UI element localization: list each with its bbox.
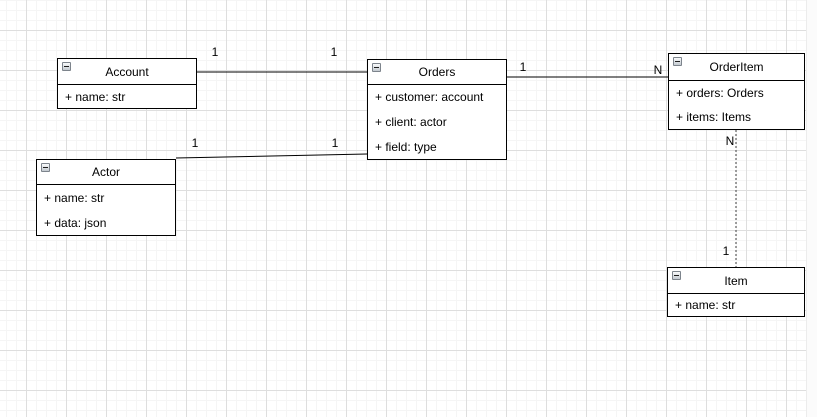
class-attribute[interactable]: + client: actor [375, 115, 447, 129]
multiplicity-label-actor-target[interactable]: 1 [331, 136, 339, 150]
multiplicity-label-orderitem-target[interactable]: 1 [722, 244, 730, 258]
class-attributes: + name: str [668, 294, 804, 316]
class-header: Orders [368, 60, 506, 85]
collapse-icon[interactable] [41, 163, 50, 172]
class-title: Account [105, 64, 149, 79]
multiplicity-label-account-target[interactable]: 1 [330, 45, 338, 59]
class-attribute[interactable]: + name: str [65, 89, 126, 104]
class-title: Item [724, 273, 748, 288]
class-header: OrderItem [669, 54, 804, 81]
multiplicity-label-actor-source[interactable]: 1 [191, 136, 199, 150]
class-header: Actor [37, 160, 175, 185]
class-header: Account [58, 59, 196, 85]
uml-class-item[interactable]: Item + name: str [667, 267, 805, 317]
page-boundary-strip [806, 0, 817, 417]
class-title: OrderItem [709, 60, 764, 74]
class-attributes: + name: str [58, 85, 196, 108]
class-attribute[interactable]: + data: json [44, 215, 107, 230]
multiplicity-label-orders-source[interactable]: 1 [519, 60, 527, 74]
uml-class-account[interactable]: Account + name: str [57, 58, 197, 109]
class-attribute[interactable]: + field: type [375, 139, 437, 154]
class-attribute[interactable]: + customer: account [375, 90, 484, 105]
uml-class-actor[interactable]: Actor + name: str + data: json [36, 159, 176, 236]
class-attribute[interactable]: + items: Items [676, 110, 752, 124]
class-attribute[interactable]: + name: str [44, 190, 105, 205]
multiplicity-label-orders-target[interactable]: N [653, 63, 663, 77]
collapse-icon[interactable] [673, 57, 682, 66]
class-title: Orders [418, 65, 456, 79]
class-attributes: + orders: Orders + items: Items [669, 81, 804, 129]
class-title: Actor [91, 165, 120, 179]
multiplicity-label-orderitem-source[interactable]: N [725, 134, 735, 148]
uml-class-orderitem[interactable]: OrderItem + orders: Orders + items: Item… [668, 53, 805, 130]
collapse-icon[interactable] [672, 271, 681, 280]
collapse-icon[interactable] [62, 62, 71, 71]
actor-orders-connector[interactable] [175, 153, 368, 159]
class-attributes: + customer: account + client: actor + fi… [368, 85, 506, 159]
class-attribute[interactable]: + orders: Orders [676, 86, 764, 100]
multiplicity-label-account-source[interactable]: 1 [211, 45, 219, 59]
class-attribute[interactable]: + name: str [675, 298, 736, 312]
class-attributes: + name: str + data: json [37, 185, 175, 235]
collapse-icon[interactable] [372, 63, 381, 72]
uml-class-orders[interactable]: Orders + customer: account + client: act… [367, 59, 507, 160]
class-header: Item [668, 268, 804, 294]
